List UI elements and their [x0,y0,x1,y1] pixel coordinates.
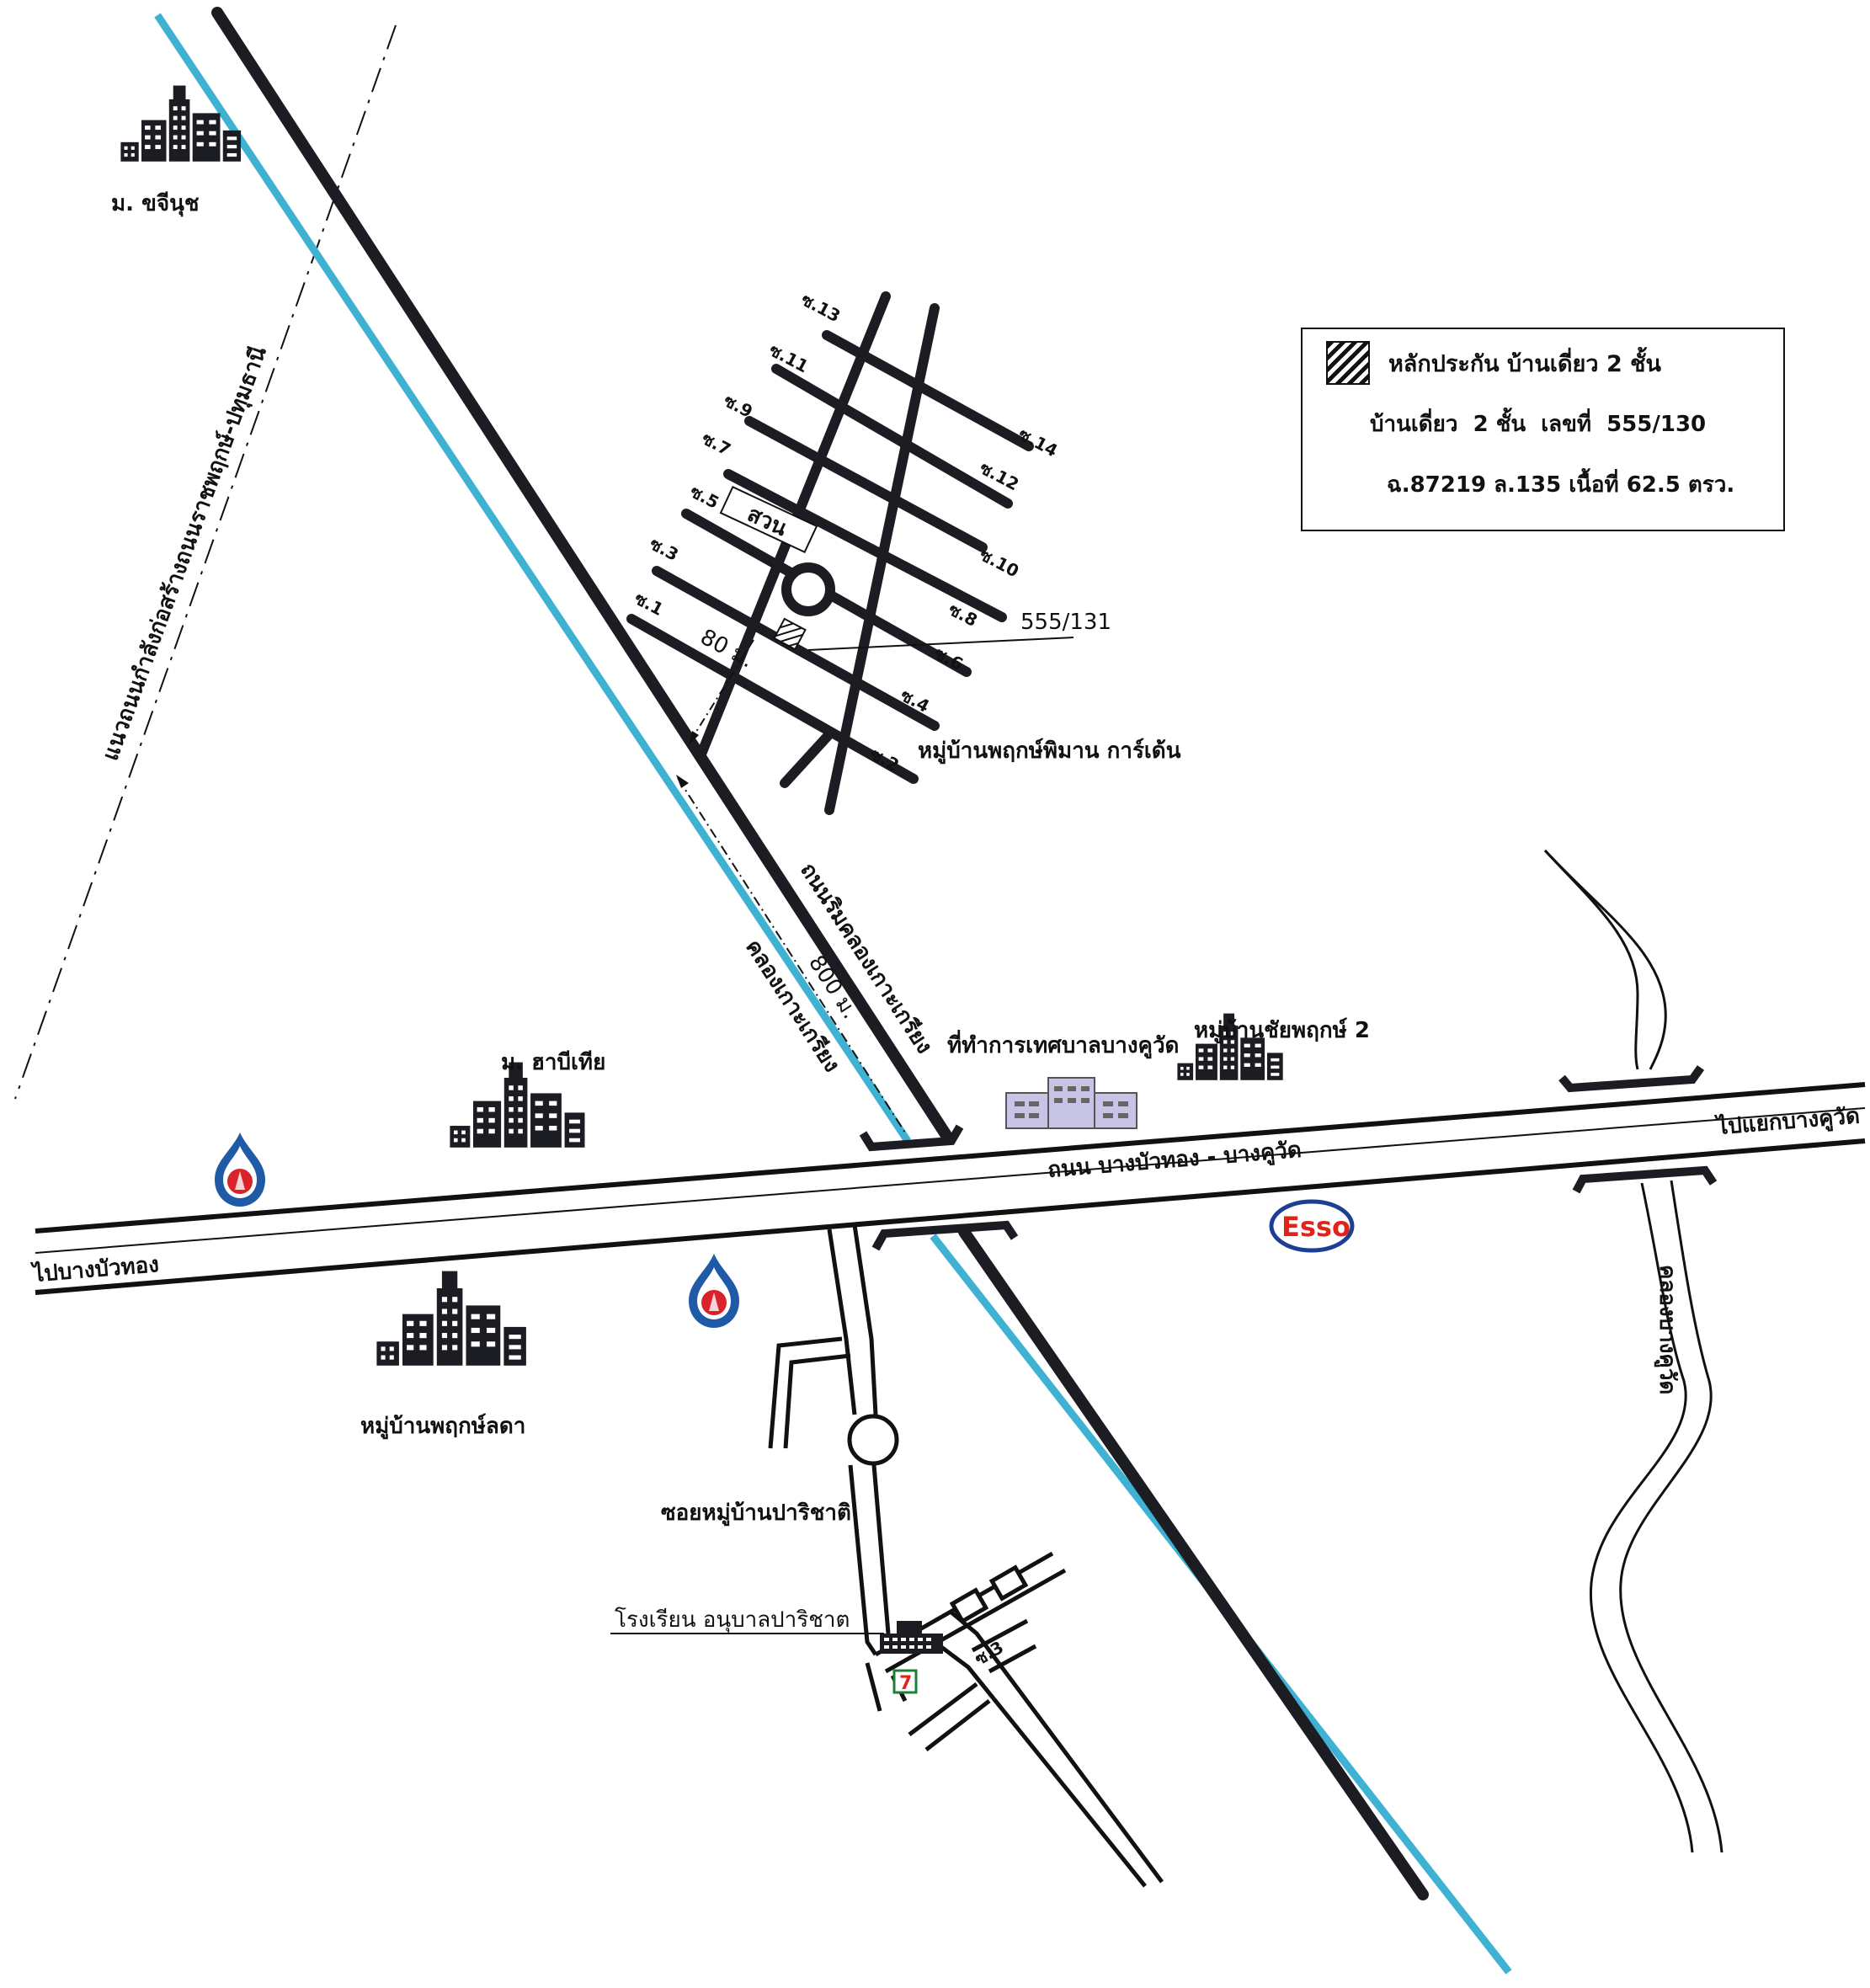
canal-bangkhuwat-south-b [1619,1180,1723,1853]
village-phruekladda-label: หมู่บ้านพฤกษ์ลดา [360,1413,525,1440]
soi-14-label: ซ.14 [1015,424,1062,461]
bridge-rail-west-top [859,1124,964,1152]
to-bangkhuwat-label: ไปแยกบางคูวัด [1713,1101,1861,1141]
dist-800-arrow [676,775,689,788]
main-road-label: ถนน บางบัวทอง - บางคูวัด [1047,1138,1303,1184]
block-2 [988,1564,1029,1602]
future-road-line [14,24,397,1100]
house-131-leader [807,637,1074,651]
legend-title: หลักประกัน บ้านเดี่ยว 2 ชั้น [1388,350,1661,377]
village-phruekphiman-label: หมู่บ้านพฤกษ์พิมาน การ์เด้น [918,738,1181,765]
legend-title-row: หลักประกัน บ้านเดี่ยว 2 ชั้น [1326,341,1661,385]
village-chaiphruek-label: หมู่บ้านชัยพฤกษ์ 2 [1194,1017,1370,1044]
school-building-icon [880,1621,943,1654]
main-road-edge-top [35,1082,1866,1234]
legend-house-line: บ้านเดี่ยว 2 ชั้น เลขที่ 555/130 [1370,412,1707,437]
canal-bangkhuwat-north-b [1543,849,1639,1070]
dist-800-line [677,777,906,1133]
village-khajinuch-label: ม. ขจีนุช [111,191,200,217]
soi-paricha-label: ซอยหมู่บ้านปาริชาติ [661,1500,851,1527]
ptt-station-icon-south [689,1254,739,1328]
future-road-label: แนวถนนกำลังก่อสร้างถนนราชพฤกษ์-ปทุมธานี [97,343,272,765]
soi-1-label: ซ.1 [631,588,667,620]
canal-bangkhuwat-south [1589,1182,1694,1853]
bridge-rail-east-top [1558,1065,1705,1093]
soi-7-label: ซ.7 [699,428,734,460]
esso-logo-icon: Esso [1269,1199,1355,1253]
legend-box: หลักประกัน บ้านเดี่ยว 2 ชั้น บ้านเดี่ยว … [1301,328,1785,531]
village-road-grid [626,291,1034,815]
collateral-plot [773,617,807,651]
canal-bangkhuwat-label: คลองบางคูวัด [1654,1265,1680,1394]
soi-5-label: ซ.5 [687,481,722,513]
roundabout-icon [781,562,835,616]
block-1 [949,1587,989,1624]
legend-deed-line: ฉ.87219 ล.135 เนื้อที่ 62.5 ตรว. [1387,472,1735,498]
dist-80-line [690,639,754,742]
esso-label: Esso [1281,1211,1351,1243]
canal-bangkhuwat-north [1543,849,1667,1070]
main-road-edge-bottom [35,1138,1866,1295]
house-131-label: 555/131 [1020,610,1111,635]
municipality-office-label: ที่ทำการเทศบาลบางคูวัด [947,1029,1179,1059]
roundabout-icon-paricha [847,1414,899,1466]
city-buildings-icon-phruekladda [376,1271,526,1366]
municipality-office-icon [1005,1077,1137,1129]
bridge-rail-west-bottom [871,1220,1019,1251]
hatch-swatch-icon [1326,341,1370,385]
bridge-rail-east-bottom [1572,1165,1718,1194]
soi-3-label: ซ.3 [647,533,682,565]
garden-box [719,486,818,553]
seven-eleven-icon: 7 [892,1669,918,1694]
canal-road-south [958,1226,1429,1900]
soi-13-label: ซ.13 [798,289,844,326]
canal-line-north [154,13,911,1143]
village-habitia-label: ม. ฮาบีเทีย [501,1050,605,1075]
soi-paricha-road [768,1224,1164,1888]
main-road-centre [35,1107,1866,1254]
city-buildings-icon-khajinuch [120,85,242,162]
ptt-station-icon-north [215,1133,265,1207]
seven-eleven-label: 7 [899,1673,912,1694]
soi-10-label: ซ.10 [977,544,1023,581]
dist-80-arrow [689,731,699,745]
school-label: โรงเรียน อนุบาลปาริชาต [615,1607,850,1633]
canal-road-north [211,7,953,1143]
